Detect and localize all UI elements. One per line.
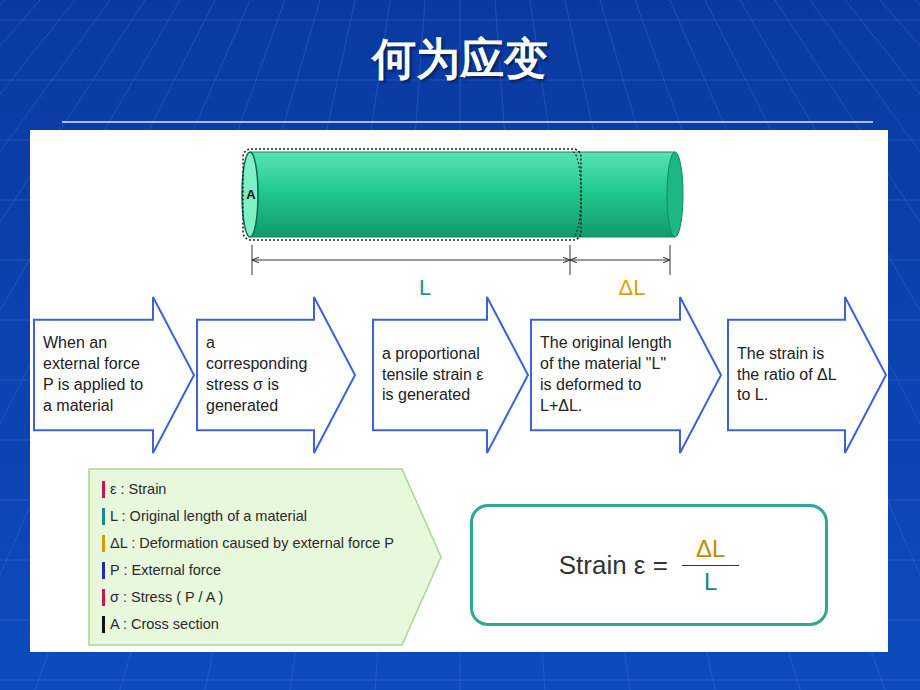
text-area: The original length of the material "L" …	[540, 324, 680, 427]
legend-line: L : Original length of a material	[102, 508, 422, 525]
arrow-outline	[530, 296, 722, 454]
dimension-line	[252, 260, 570, 261]
fraction-numerator: ΔL	[682, 533, 739, 566]
process-arrow: a proportional tensile strain ε is gener…	[372, 296, 529, 454]
grid-line	[915, 0, 920, 690]
formula-text: Strain ε =	[559, 550, 668, 581]
arrow-shape	[34, 297, 194, 453]
step-text: When an external force P is applied to a…	[43, 333, 153, 416]
arrow-outline	[196, 296, 356, 454]
text-area: The strain is the ratio of ΔL to L.	[737, 324, 845, 427]
dimension-line	[570, 260, 670, 261]
text-area: When an external force P is applied to a…	[43, 324, 153, 427]
cylinder-edge	[250, 152, 675, 153]
cross-section-label: A	[246, 187, 255, 202]
legend-shape	[89, 469, 441, 645]
cylinder-body	[250, 152, 675, 237]
title-rule	[62, 121, 873, 123]
text-area: Strain ε = ΔLL	[473, 507, 825, 623]
symbol-legend-box: ε : Strain L : Original length of a mater…	[88, 468, 442, 646]
grid-line	[0, 0, 5, 690]
original-outline	[243, 149, 581, 240]
text-area: a corresponding stress σ is generated	[206, 324, 314, 427]
legend-line: P : External force	[102, 562, 422, 579]
fraction-denominator: L	[690, 566, 731, 598]
legend-line: σ : Stress ( P / A )	[102, 589, 422, 606]
cross-section	[242, 152, 258, 237]
slide-title: 何为应变	[0, 30, 920, 89]
content-panel	[30, 130, 888, 652]
step-text: a proportional tensile strain ε is gener…	[382, 344, 487, 406]
cylinder-end	[667, 152, 683, 237]
arrow-shape	[373, 297, 528, 453]
process-arrow: The strain is the ratio of ΔL to L.	[727, 296, 887, 454]
text-area: ε : Strain L : Original length of a mater…	[102, 476, 422, 638]
arrow-shape	[531, 297, 721, 453]
step-text: The strain is the ratio of ΔL to L.	[737, 344, 845, 406]
text-area: a proportional tensile strain ε is gener…	[382, 324, 487, 427]
legend-line: ε : Strain	[102, 481, 422, 498]
process-arrow: When an external force P is applied to a…	[33, 296, 195, 454]
fraction: ΔLL	[682, 533, 739, 598]
legend-line: ΔL : Deformation caused by external forc…	[102, 535, 422, 552]
arrow-outline	[33, 296, 195, 454]
legend-line: A : Cross section	[102, 616, 422, 633]
dimension-label: L	[419, 275, 431, 301]
cylinder-edge	[250, 237, 675, 238]
process-arrow: a corresponding stress σ is generated	[196, 296, 356, 454]
original-end	[573, 152, 581, 237]
arrow-shape	[197, 297, 355, 453]
formula-box: Strain ε = ΔLL	[470, 504, 828, 626]
process-arrow: The original length of the material "L" …	[530, 296, 722, 454]
step-text: a corresponding stress σ is generated	[206, 333, 314, 416]
dimension-label: ΔL	[619, 275, 646, 301]
arrow-shape	[728, 297, 886, 453]
step-text: The original length of the material "L" …	[540, 333, 680, 416]
